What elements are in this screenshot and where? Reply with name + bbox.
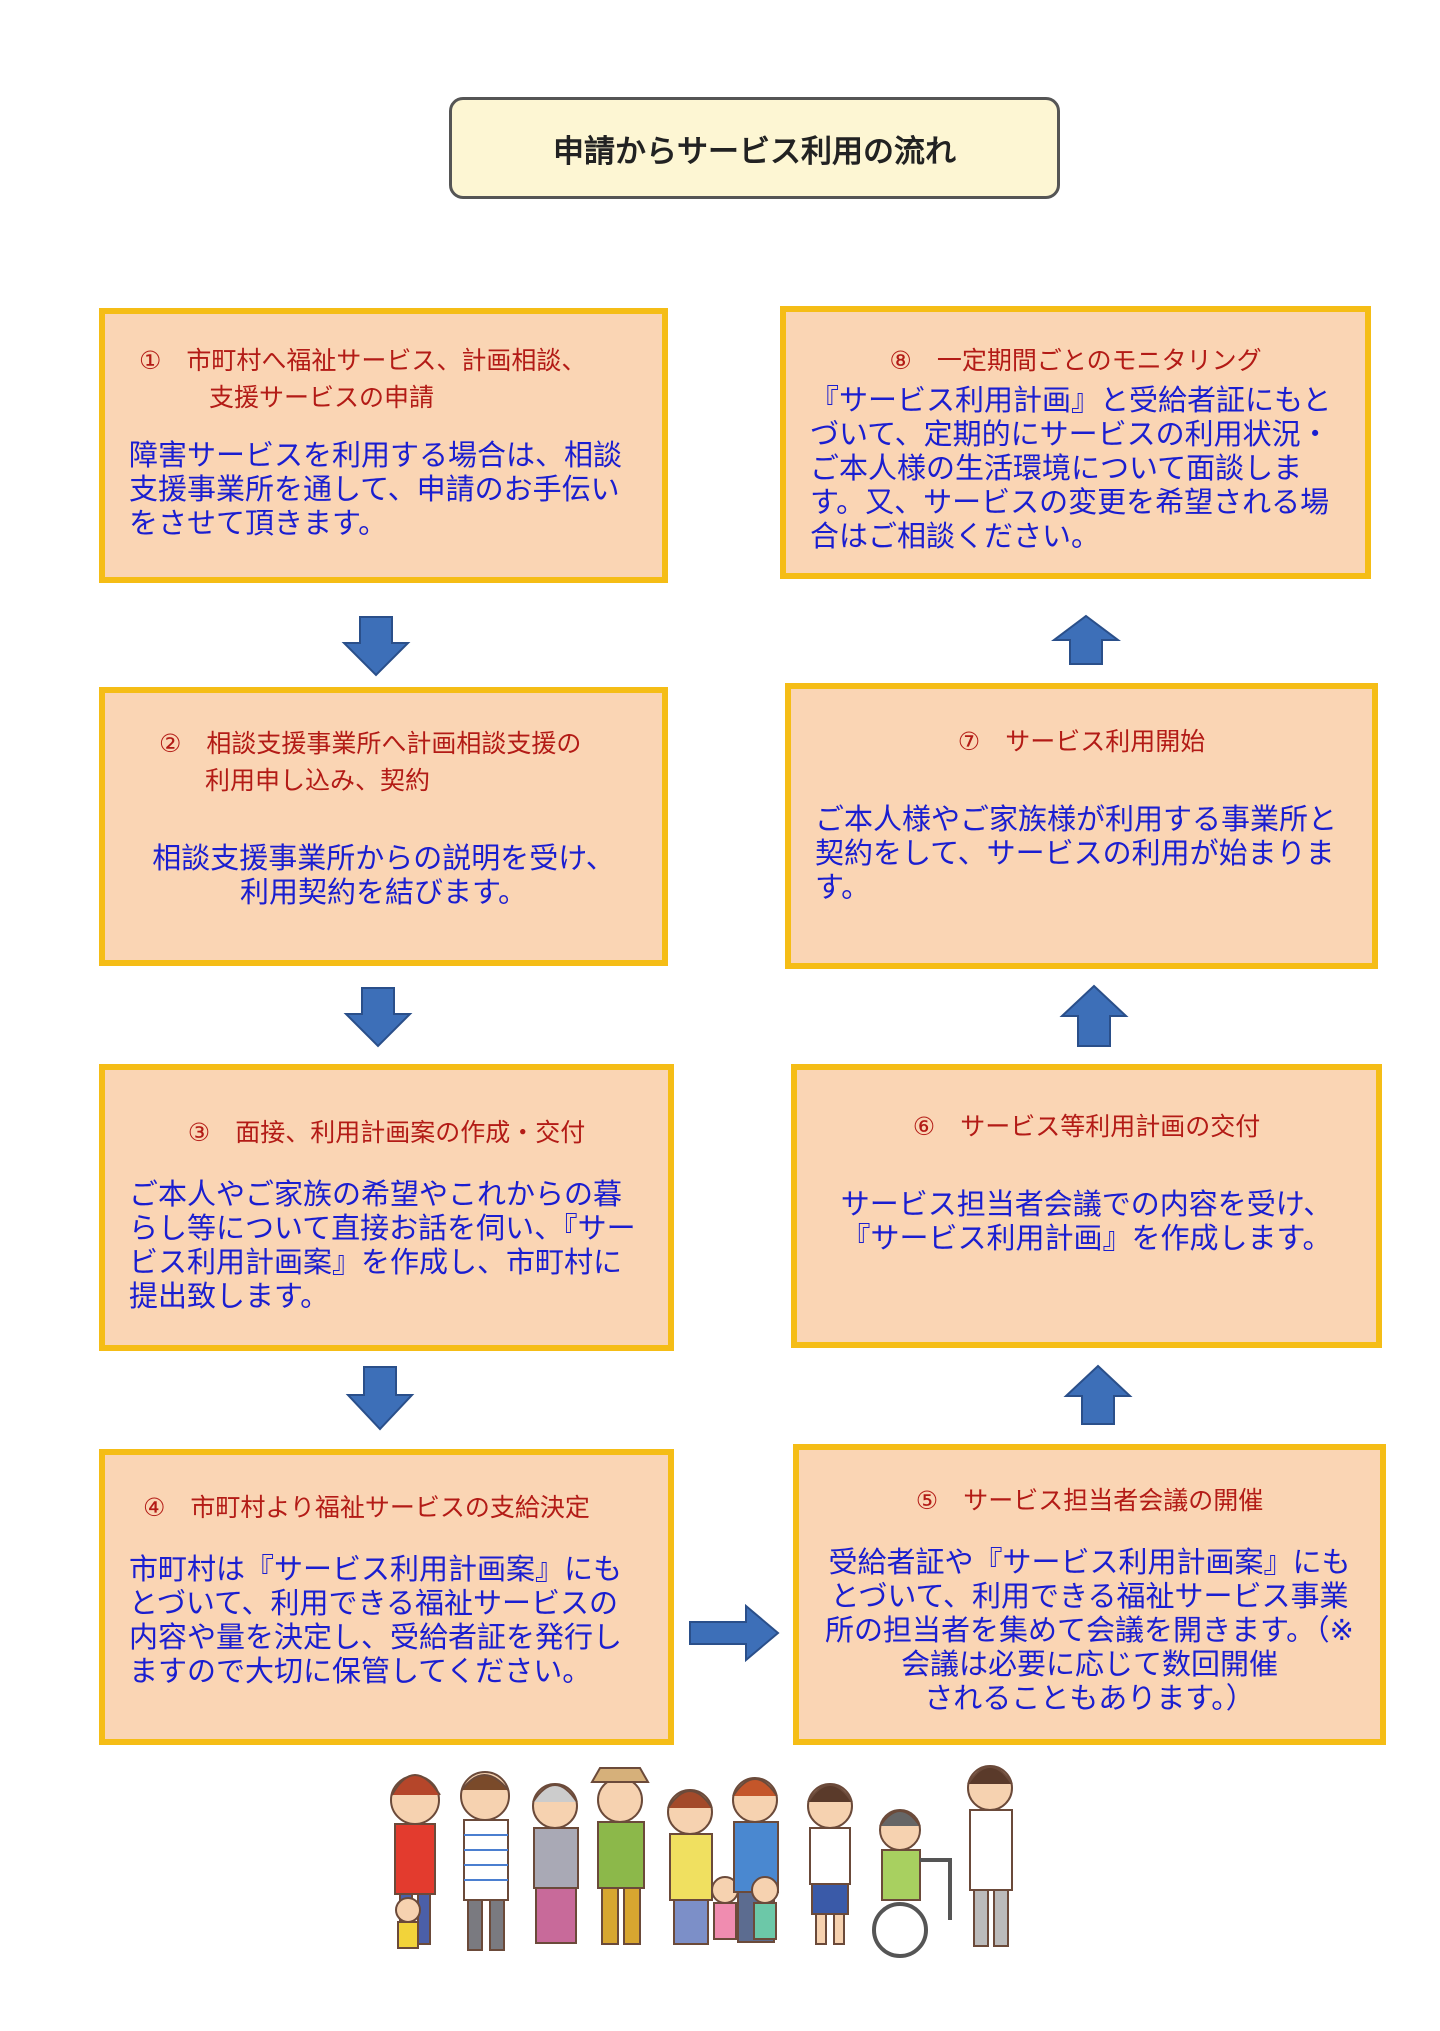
step-body: ご本人やご家族の希望やこれからの暮らし等について直接お話を伺い、『サービス利用計… [129, 1177, 636, 1313]
step-title-cont: 支援サービスの申請 [209, 383, 435, 412]
step-body: サービス担当者会議での内容を受け、 [840, 1187, 1333, 1221]
arrow-up-icon [1051, 614, 1121, 665]
arrow-up-icon [1063, 1364, 1133, 1425]
step-title: ④ 市町村より福祉サービスの支給決定 [143, 1493, 590, 1522]
arrow-down-icon [343, 987, 413, 1048]
person-figure [390, 1765, 1013, 1958]
step-body: 市町村は『サービス利用計画案』にもとづいて、利用できる福祉サービスの内容や量を決… [129, 1552, 623, 1688]
step-8-box: ⑧ 一定期間ごとのモニタリング 『サービス利用計画』と受給者証にもとづいて、定期… [780, 306, 1371, 579]
step-title: ③ 面接、利用計画案の作成・交付 [187, 1118, 586, 1147]
step-body-cont: 利用契約を結びます。 [239, 875, 528, 909]
step-body: 受給者証や『サービス利用計画案』にもとづいて、利用できる福祉サービス事業所の担当… [825, 1545, 1354, 1681]
step-title: ① 市町村へ福祉サービス、計画相談、 [139, 346, 587, 375]
step-1-box: ① 市町村へ福祉サービス、計画相談、 支援サービスの申請 障害サービスを利用する… [99, 308, 668, 583]
step-body: 障害サービスを利用する場合は、相談支援事業所を通して、申請のお手伝いをさせて頂き… [129, 438, 623, 540]
step-body: ご本人様やご家族様が利用する事業所と契約をして、サービスの利用が始まります。 [815, 802, 1338, 904]
step-title: ⑦ サービス利用開始 [957, 727, 1206, 756]
step-3-box: ③ 面接、利用計画案の作成・交付 ご本人やご家族の希望やこれからの暮らし等につい… [99, 1064, 674, 1351]
step-7-box: ⑦ サービス利用開始 ご本人様やご家族様が利用する事業所と契約をして、サービスの… [785, 683, 1378, 969]
arrow-down-icon [345, 1366, 415, 1431]
step-title-cont: 利用申し込み、契約 [205, 766, 431, 795]
people-illustration [390, 1765, 1013, 1958]
step-title: ⑧ 一定期間ごとのモニタリング [889, 346, 1262, 375]
step-title: ⑥ サービス等利用計画の交付 [912, 1112, 1261, 1141]
arrow-down-icon [341, 616, 411, 677]
step-body: 相談支援事業所からの説明を受け、 [152, 841, 615, 875]
arrow-up-icon [1059, 984, 1129, 1047]
step-4-box: ④ 市町村より福祉サービスの支給決定 市町村は『サービス利用計画案』にもとづいて… [99, 1449, 674, 1745]
step-5-box: ⑤ サービス担当者会議の開催 受給者証や『サービス利用計画案』にもとづいて、利用… [793, 1444, 1386, 1745]
step-title: ⑤ サービス担当者会議の開催 [915, 1486, 1264, 1515]
step-body: 『サービス利用計画』と受給者証にもとづいて、定期的にサービスの利用状況・ご本人様… [810, 383, 1332, 553]
arrow-right-icon [689, 1604, 780, 1662]
step-title: ② 相談支援事業所へ計画相談支援の [159, 729, 582, 758]
step-2-box: ② 相談支援事業所へ計画相談支援の 利用申し込み、契約 相談支援事業所からの説明… [99, 687, 668, 966]
step-6-box: ⑥ サービス等利用計画の交付 サービス担当者会議での内容を受け、 『サービス利用… [791, 1064, 1382, 1348]
page-title: 申請からサービス利用の流れ [449, 97, 1060, 199]
step-body-cont: されることもあります。） [924, 1681, 1255, 1715]
step-body-cont: 『サービス利用計画』を作成します。 [841, 1221, 1332, 1255]
